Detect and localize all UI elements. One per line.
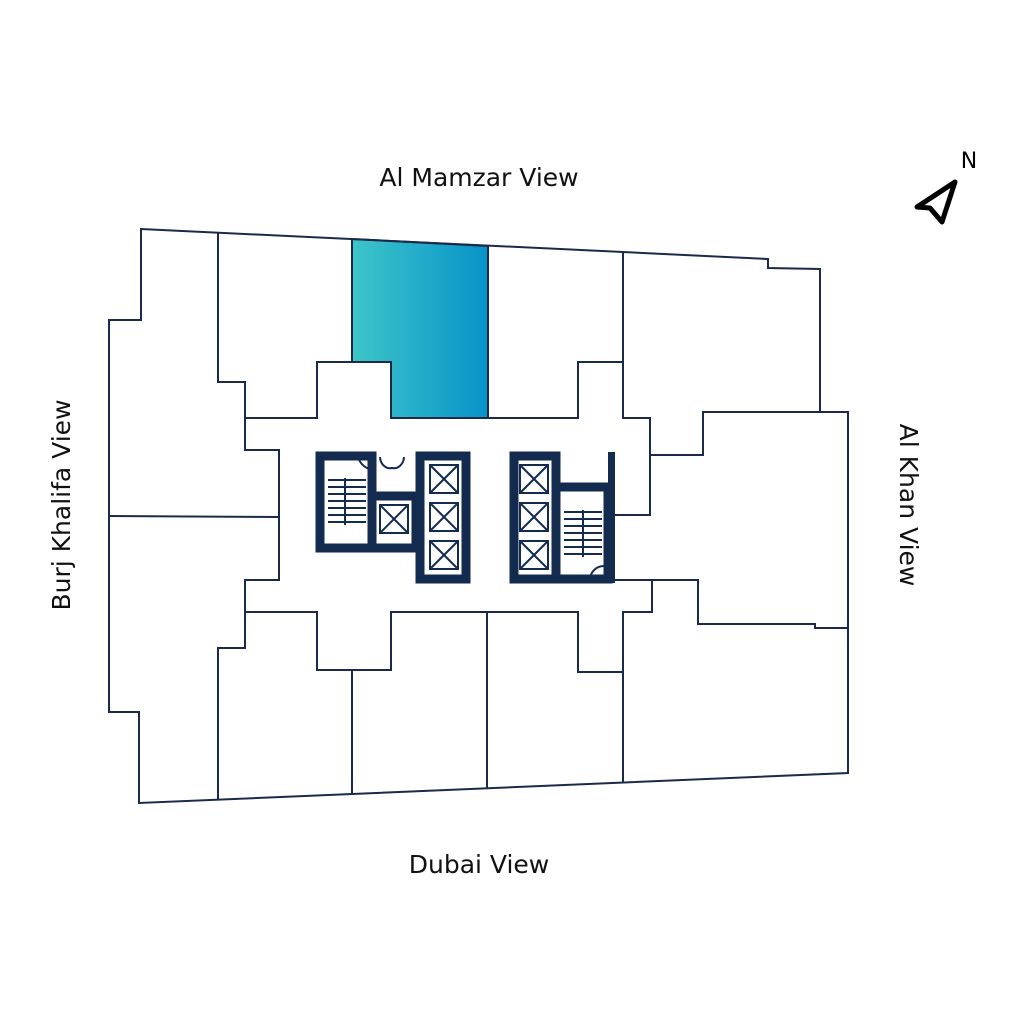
core-detail xyxy=(589,564,605,580)
core-detail xyxy=(379,456,405,470)
core-detail xyxy=(429,502,459,532)
core-detail xyxy=(429,540,459,570)
core-detail xyxy=(608,452,615,583)
core-detail xyxy=(357,456,375,471)
building-outline xyxy=(108,227,849,805)
view-label-south: Dubai View xyxy=(409,850,550,879)
door-swings xyxy=(357,456,605,580)
core-detail xyxy=(379,504,409,534)
selected-unit[interactable] xyxy=(351,237,489,419)
core-detail xyxy=(519,502,549,532)
service-lift xyxy=(367,491,421,553)
view-label-east: Al Khan View xyxy=(894,424,923,587)
core-detail xyxy=(429,464,459,494)
core-detail xyxy=(519,540,549,570)
building-core xyxy=(315,451,615,584)
core-detail xyxy=(379,504,409,534)
core-detail xyxy=(519,464,549,494)
core-detail xyxy=(429,540,459,570)
view-label-west: Burj Khalifa View xyxy=(47,399,76,610)
stairs-icon xyxy=(328,478,366,525)
lift-icon xyxy=(379,504,409,534)
north-label: N xyxy=(961,149,977,174)
lift-cars xyxy=(429,464,549,570)
core-detail xyxy=(429,502,459,532)
core-detail xyxy=(519,502,549,532)
core-detail xyxy=(429,464,459,494)
unit-partitions xyxy=(108,233,848,800)
core-detail xyxy=(519,540,549,570)
north-arrow-icon: N xyxy=(914,149,977,225)
core-detail xyxy=(519,464,549,494)
stairs-icon xyxy=(564,510,602,557)
view-label-north: Al Mamzar View xyxy=(379,163,578,192)
